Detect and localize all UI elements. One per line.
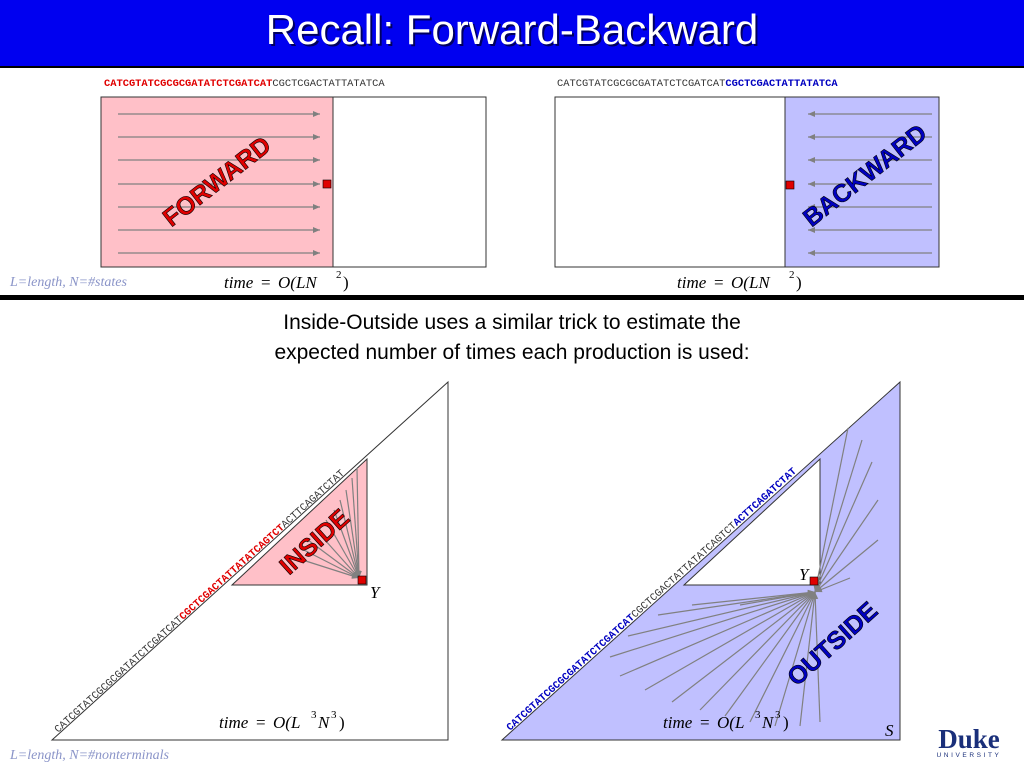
out-time: time — [663, 713, 693, 732]
outside-arrow — [813, 427, 849, 593]
outside-arrow — [724, 591, 816, 717]
forward-marker — [322, 179, 332, 189]
title-bar: Recall: Forward-Backward — [0, 0, 1024, 68]
forward-arrows — [118, 111, 320, 256]
fwd-o: O(LN — [278, 273, 318, 292]
duke-logo-subtitle: UNIVERSITY — [936, 752, 1002, 759]
inside-panel: Y INSIDE CATCGTATCGCGCGATATCTCGATCATCGCT… — [50, 380, 449, 741]
out-close: ) — [783, 713, 789, 732]
outside-filled-region — [500, 380, 901, 741]
forward-panel: FORWARD — [100, 96, 487, 268]
outside-arrow — [699, 591, 816, 711]
inside-filled-region — [230, 457, 368, 586]
inside-arrow — [325, 519, 360, 579]
bwd-o: O(LN — [731, 273, 771, 292]
slide-title: Recall: Forward-Backward — [265, 6, 759, 53]
out-exp1: 3 — [755, 709, 761, 721]
outside-panel: Y S OUTSIDE CATCGTATCGCGCGATATCTCGATCATC… — [500, 380, 901, 741]
forward-sequence-highlight: CATCGTATCGCGCGATATCTCGATCAT — [104, 78, 273, 90]
fwd-close: ) — [343, 273, 349, 292]
backward-panel: BACKWARD — [554, 96, 940, 268]
bwd-eq: = — [714, 273, 724, 292]
bwd-time: time — [677, 273, 707, 292]
forward-sequence: CATCGTATCGCGCGATATCTCGATCATCGCTCGACTATTA… — [104, 78, 385, 90]
backward-sequence-rest: CATCGTATCGCGCGATATCTCGATCAT — [557, 78, 726, 90]
outside-arrow — [644, 591, 816, 691]
inside-arrow — [315, 529, 360, 579]
backward-complexity: time = O(LN 2 ) — [677, 269, 802, 292]
note-nonterminals: L=length, N=#nonterminals — [10, 748, 169, 763]
duke-logo-word: Duke — [938, 724, 1000, 754]
inside-arrow — [333, 509, 360, 579]
inside-arrow — [345, 489, 361, 579]
outside-arrow — [814, 499, 879, 593]
inside-marker — [357, 575, 367, 585]
out-exp2: 3 — [775, 709, 781, 721]
in-exp2: 3 — [331, 709, 337, 721]
outside-arrow — [814, 539, 879, 593]
outside-arrow — [749, 591, 816, 723]
note-states: L=length, N=#states — [10, 275, 127, 290]
inside-arrow — [351, 477, 362, 579]
in-o: O(L — [273, 713, 300, 732]
outside-s-label: S — [885, 721, 894, 740]
forward-empty-region — [332, 96, 487, 268]
outside-arrow — [812, 591, 821, 723]
backward-sequence-highlight: CGCTCGACTATTATATCA — [725, 78, 838, 90]
outside-arrow — [814, 577, 851, 593]
bwd-exp: 2 — [789, 269, 795, 281]
forward-filled-region — [100, 96, 334, 268]
in-close: ) — [339, 713, 345, 732]
duke-logo: Duke UNIVERSITY — [933, 726, 1005, 760]
out-n: N — [761, 713, 775, 732]
outside-arrow — [609, 591, 816, 658]
outside-arrow — [774, 591, 816, 727]
forward-sequence-rest: CGCTCGACTATTATATCA — [272, 78, 385, 90]
in-exp1: 3 — [311, 709, 317, 721]
fwd-time: time — [224, 273, 254, 292]
section-divider — [0, 295, 1024, 300]
backward-marker — [785, 180, 795, 190]
out-o: O(L — [717, 713, 744, 732]
outside-arrow — [657, 590, 816, 616]
inside-arrow — [355, 467, 362, 579]
outside-arrow — [814, 439, 863, 593]
in-time: time — [219, 713, 249, 732]
fwd-exp: 2 — [336, 269, 342, 281]
in-eq: = — [256, 713, 266, 732]
inside-arrow — [307, 539, 360, 579]
outside-arrows — [609, 427, 879, 727]
inside-arrow — [339, 499, 361, 579]
bwd-close: ) — [796, 273, 802, 292]
outside-arrow — [814, 461, 873, 593]
outside-arrow — [671, 591, 816, 703]
outside-arrow — [799, 591, 818, 727]
forward-complexity: time = O(LN 2 ) — [224, 269, 349, 292]
backward-empty-region — [554, 96, 786, 268]
caption-line-1: Inside-Outside uses a similar trick to e… — [283, 311, 741, 334]
inside-triangle — [50, 380, 449, 741]
outside-arrow — [619, 591, 816, 677]
caption-line-2: expected number of times each production… — [274, 341, 750, 364]
inside-y-label: Y — [370, 583, 381, 602]
outside-arrow — [627, 590, 816, 637]
outside-marker — [809, 576, 819, 586]
outside-arrow — [739, 590, 816, 606]
backward-arrows — [808, 111, 932, 256]
outside-seq-highlight2: ACTTCAGATCTAT — [731, 466, 799, 529]
fwd-eq: = — [261, 273, 271, 292]
inside-arrow — [289, 555, 360, 579]
outside-y-label: Y — [799, 565, 810, 584]
backward-sequence: CATCGTATCGCGCGATATCTCGATCATCGCTCGACTATTA… — [557, 78, 838, 90]
outside-complexity: time = O(L 3 N 3 ) — [663, 709, 789, 732]
inside-arrows — [289, 467, 362, 579]
outside-arrow — [691, 589, 816, 606]
inside-complexity: time = O(L 3 N 3 ) — [219, 709, 345, 732]
in-n: N — [317, 713, 331, 732]
inside-arrow — [299, 547, 360, 579]
out-eq: = — [700, 713, 710, 732]
